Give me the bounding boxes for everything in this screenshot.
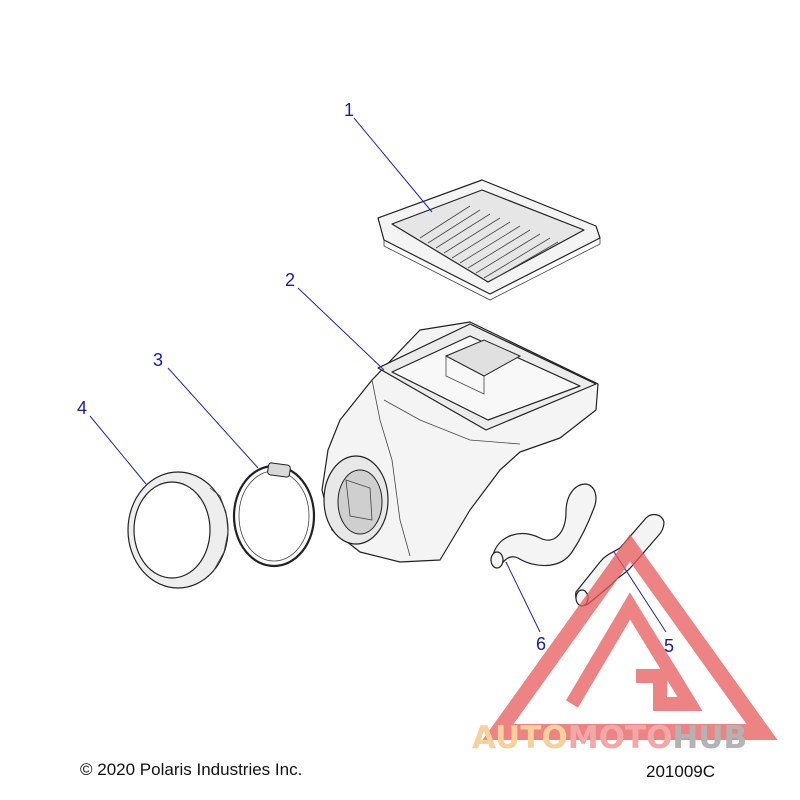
intake-boot-ring-part — [127, 471, 229, 589]
watermark-moto: MOTO — [568, 720, 673, 756]
watermark-text: AUTOMOTOHUB — [472, 720, 747, 756]
filter-pleats — [419, 205, 559, 281]
callout-6: 6 — [536, 634, 546, 654]
drain-tube-6-part — [490, 483, 597, 569]
leader-2 — [297, 287, 385, 371]
airbox-housing-part — [321, 321, 599, 563]
leader-lines — [89, 117, 667, 633]
air-filter-part — [377, 179, 601, 301]
callout-3: 3 — [153, 350, 163, 370]
leader-6 — [505, 561, 541, 633]
callouts: 1 2 3 4 5 6 — [77, 100, 674, 656]
leader-1 — [353, 117, 433, 213]
hose-clamp-part — [232, 462, 316, 568]
copyright-notice: © 2020 Polaris Industries Inc. — [80, 760, 303, 779]
watermark-inner-mark — [565, 592, 703, 711]
callout-4: 4 — [77, 398, 87, 418]
figure-code: 201009C — [646, 762, 716, 781]
leader-4 — [89, 415, 147, 485]
watermark-triangle — [482, 534, 778, 740]
leader-3 — [167, 367, 259, 469]
watermark-hub: HUB — [672, 720, 747, 756]
callout-2: 2 — [285, 270, 295, 290]
watermark-auto: AUTO — [472, 720, 568, 756]
automotohub-watermark: AUTOMOTOHUB — [472, 534, 778, 756]
callout-5: 5 — [664, 636, 674, 656]
callout-1: 1 — [344, 100, 354, 120]
